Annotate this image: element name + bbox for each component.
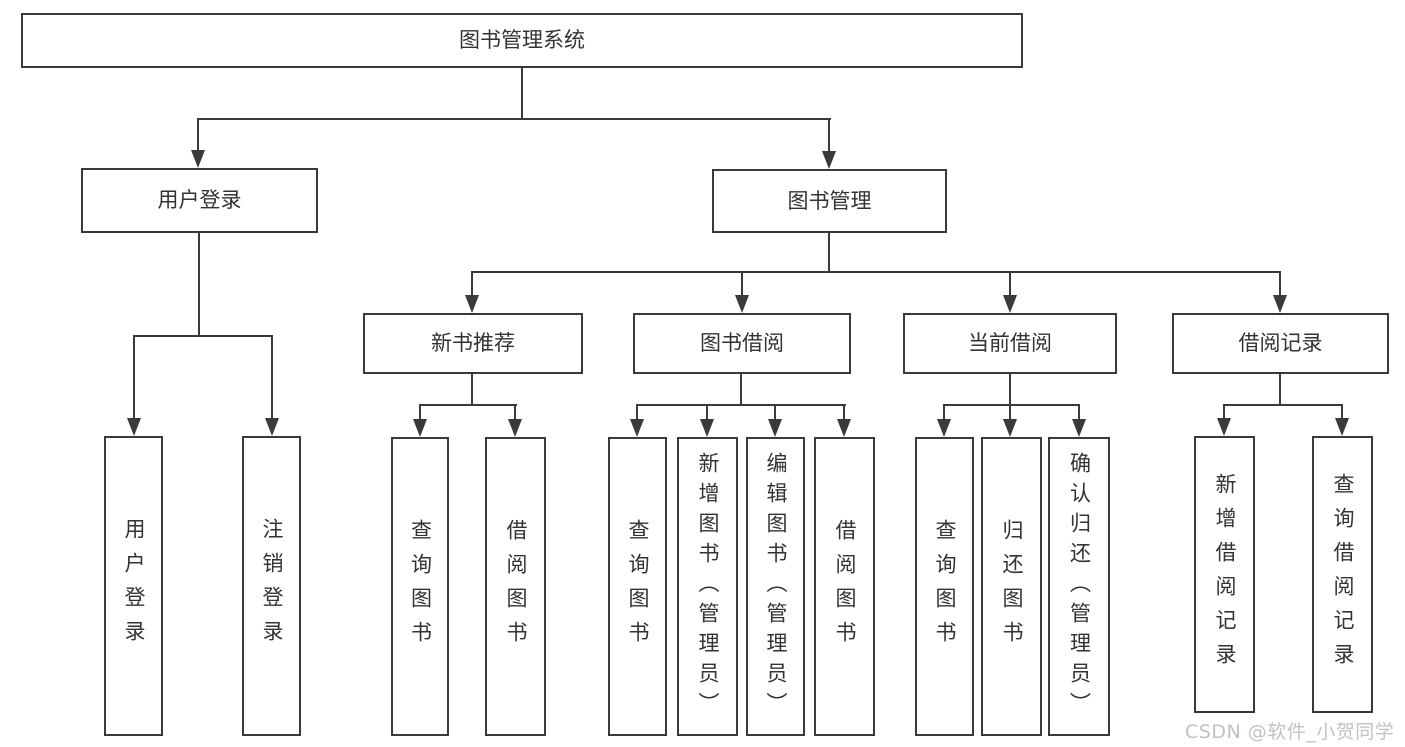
connector-line xyxy=(1009,374,1011,404)
leaf-edit-books-admin: 编辑图书（管理员） xyxy=(746,437,805,736)
arrowhead xyxy=(937,419,951,437)
node-new-book-recommend: 新书推荐 xyxy=(363,313,583,374)
leaf-logout: 注销登录 xyxy=(242,436,301,736)
leaf-borrow-books-recommend: 借阅图书 xyxy=(485,437,546,736)
arrowhead xyxy=(127,418,141,436)
node-book-management: 图书管理 xyxy=(712,169,947,233)
arrowhead xyxy=(1335,418,1349,436)
connector-line xyxy=(133,335,273,337)
connector-line xyxy=(1279,374,1281,404)
leaf-add-books-admin: 新增图书（管理员） xyxy=(677,437,738,736)
connector-line xyxy=(471,374,473,404)
leaf-add-borrow-record: 新增借阅记录 xyxy=(1194,436,1255,713)
arrowhead xyxy=(735,295,749,313)
connector-line xyxy=(197,118,199,150)
arrowhead xyxy=(1072,419,1086,437)
connector-line xyxy=(471,271,1281,273)
connector-line xyxy=(514,404,516,419)
connector-line xyxy=(419,404,421,419)
connector-line xyxy=(521,68,523,118)
node-current-borrow: 当前借阅 xyxy=(903,313,1117,374)
connector-line xyxy=(706,404,708,419)
node-book-borrow: 图书借阅 xyxy=(633,313,851,374)
node-borrow-records: 借阅记录 xyxy=(1172,313,1389,374)
arrowhead xyxy=(1273,295,1287,313)
leaf-query-borrow-record: 查询借阅记录 xyxy=(1312,436,1373,713)
leaf-query-books-current: 查询图书 xyxy=(915,437,974,736)
connector-line xyxy=(1223,404,1343,406)
node-user-login: 用户登录 xyxy=(81,168,318,233)
connector-line xyxy=(1279,271,1281,295)
arrowhead xyxy=(700,419,714,437)
connector-line xyxy=(1078,404,1080,419)
connector-line xyxy=(471,271,473,295)
leaf-confirm-return-admin: 确认归还（管理员） xyxy=(1048,437,1110,736)
arrowhead xyxy=(191,150,205,168)
arrowhead xyxy=(1217,418,1231,436)
connector-line xyxy=(774,404,776,419)
leaf-borrow-books: 借阅图书 xyxy=(814,437,875,736)
arrowhead xyxy=(413,419,427,437)
leaf-query-books-borrow: 查询图书 xyxy=(608,437,667,736)
connector-line xyxy=(828,233,830,271)
csdn-watermark: CSDN @软件_小贺同学 xyxy=(1185,721,1395,743)
leaf-user-login: 用户登录 xyxy=(104,436,163,736)
connector-line xyxy=(1223,404,1225,418)
connector-line xyxy=(636,404,846,406)
connector-line xyxy=(419,404,517,406)
arrowhead xyxy=(508,419,522,437)
node-library-system: 图书管理系统 xyxy=(21,13,1023,68)
connector-line xyxy=(636,404,638,419)
connector-line xyxy=(197,118,831,120)
arrowhead xyxy=(630,419,644,437)
arrowhead xyxy=(768,419,782,437)
connector-line xyxy=(1009,404,1011,419)
connector-line xyxy=(740,374,742,404)
arrowhead xyxy=(265,418,279,436)
arrowhead xyxy=(1003,295,1017,313)
connector-line xyxy=(133,335,135,418)
connector-line xyxy=(1009,271,1011,295)
connector-line xyxy=(741,271,743,295)
arrowhead xyxy=(822,151,836,169)
arrowhead xyxy=(465,295,479,313)
connector-line xyxy=(943,404,945,419)
leaf-return-books: 归还图书 xyxy=(981,437,1042,736)
connector-line xyxy=(843,404,845,419)
connector-line xyxy=(1341,404,1343,418)
leaf-query-books-recommend: 查询图书 xyxy=(391,437,449,736)
connector-line xyxy=(828,118,830,151)
arrowhead xyxy=(1003,419,1017,437)
connector-line xyxy=(271,335,273,418)
connector-line xyxy=(943,404,1080,406)
connector-line xyxy=(198,233,200,335)
arrowhead xyxy=(837,419,851,437)
